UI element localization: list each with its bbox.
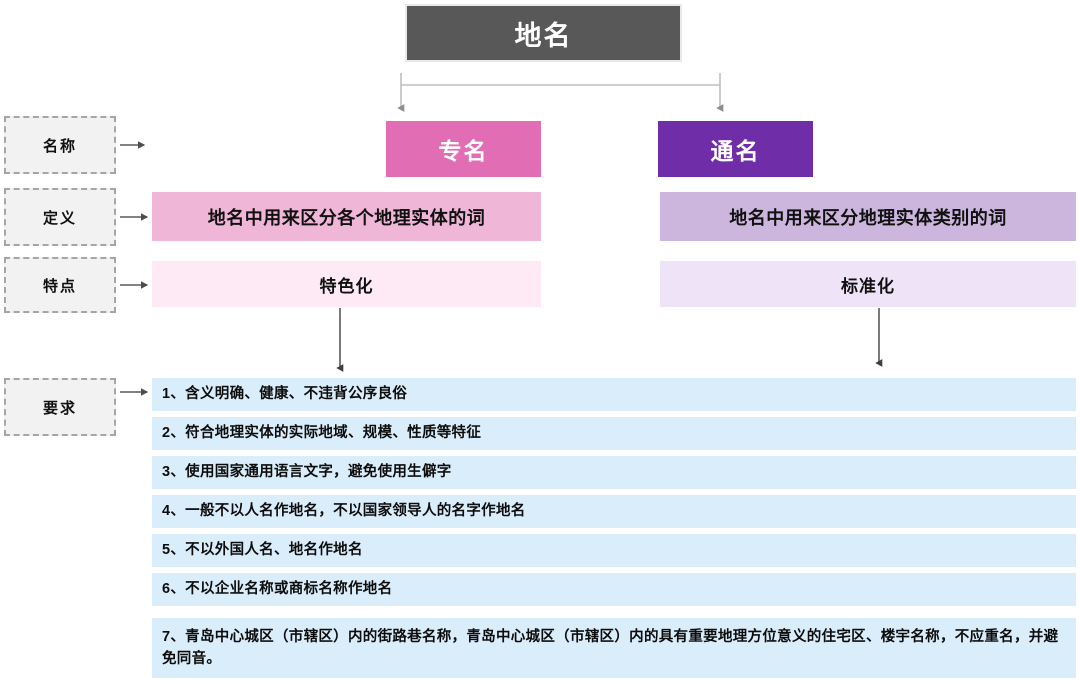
category-header-generic[interactable]: 通名	[658, 121, 813, 177]
requirement-row: 3、使用国家通用语言文字，避免使用生僻字	[152, 456, 1076, 489]
requirement-row: 1、含义明确、健康、不违背公序良俗	[152, 378, 1076, 411]
sidebar-item-label: 特点	[42, 277, 77, 295]
sidebar-item-label: 定义	[42, 209, 77, 227]
requirement-row: 2、符合地理实体的实际地域、规模、性质等特征	[152, 417, 1076, 450]
sidebar-item-label: 要求	[42, 399, 77, 417]
requirement-row: 5、不以外国人名、地名作地名	[152, 534, 1076, 567]
requirement-text: 6、不以企业名称或商标名称作地名	[162, 581, 393, 598]
requirement-text: 5、不以外国人名、地名作地名	[162, 542, 363, 559]
requirement-row: 6、不以企业名称或商标名称作地名	[152, 573, 1076, 606]
requirement-text: 1、含义明确、健康、不违背公序良俗	[162, 386, 408, 403]
connector-title-split	[397, 73, 724, 112]
page-title: 地名	[514, 20, 573, 51]
requirement-row: 7、青岛中心城区（市辖区）内的街路巷名称，青岛中心城区（市辖区）内的具有重要地理…	[152, 618, 1076, 678]
requirement-text: 3、使用国家通用语言文字，避免使用生僻字	[162, 464, 452, 481]
feature-text: 标准化	[841, 276, 895, 296]
sidebar-item-definition[interactable]: 定义	[4, 188, 116, 246]
sidebar-item-label: 名称	[42, 137, 77, 155]
category-header-specific[interactable]: 专名	[386, 121, 541, 177]
sidebar-item-name[interactable]: 名称	[4, 116, 116, 174]
requirement-text: 7、青岛中心城区（市辖区）内的街路巷名称，青岛中心城区（市辖区）内的具有重要地理…	[162, 628, 1059, 667]
feature-box-generic: 标准化	[660, 261, 1076, 307]
feature-box-specific: 特色化	[152, 261, 541, 307]
definition-box-generic: 地名中用来区分地理实体类别的词	[660, 192, 1076, 241]
sidebar-item-feature[interactable]: 特点	[4, 257, 116, 313]
requirement-text: 4、一般不以人名作地名，不以国家领导人的名字作地名	[162, 503, 526, 520]
requirement-text: 2、符合地理实体的实际地域、规模、性质等特征	[162, 425, 482, 442]
category-header-label: 专名	[438, 138, 489, 164]
definition-text: 地名中用来区分地理实体类别的词	[729, 207, 1007, 228]
diagram-title-box: 地名	[405, 4, 682, 62]
sidebar-item-requirement[interactable]: 要求	[4, 378, 116, 436]
category-header-label: 通名	[710, 138, 761, 164]
definition-text: 地名中用来区分各个地理实体的词	[207, 207, 486, 228]
definition-box-specific: 地名中用来区分各个地理实体的词	[152, 192, 541, 241]
feature-text: 特色化	[319, 276, 374, 296]
requirement-row: 4、一般不以人名作地名，不以国家领导人的名字作地名	[152, 495, 1076, 528]
